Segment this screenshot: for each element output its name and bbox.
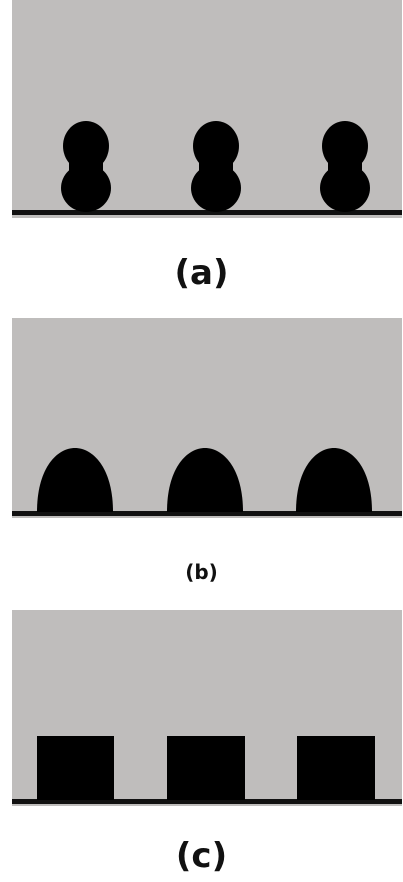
- caption-a: (a): [174, 253, 229, 293]
- particle-c-2: [167, 736, 245, 800]
- particle-b-2: [167, 448, 243, 512]
- particle-a-2: [191, 121, 241, 212]
- panel-c-drawing: [12, 736, 402, 804]
- particle-a-1: [61, 121, 111, 212]
- particle-c-1: [37, 736, 114, 800]
- caption-c: (c): [175, 836, 228, 876]
- panel-b: [12, 318, 402, 518]
- substrate-line-b: [12, 511, 402, 516]
- panel-b-drawing: [12, 448, 402, 516]
- caption-b: (b): [185, 560, 218, 584]
- substrate-line-a: [12, 210, 402, 215]
- particle-b-3: [296, 448, 372, 512]
- particle-a-3: [320, 121, 370, 212]
- particle-c-3: [297, 736, 375, 800]
- panel-a: [12, 0, 402, 218]
- particle-b-1: [37, 448, 113, 512]
- substrate-line-c: [12, 799, 402, 804]
- panel-a-drawing: [12, 121, 402, 215]
- panel-c: [12, 610, 402, 806]
